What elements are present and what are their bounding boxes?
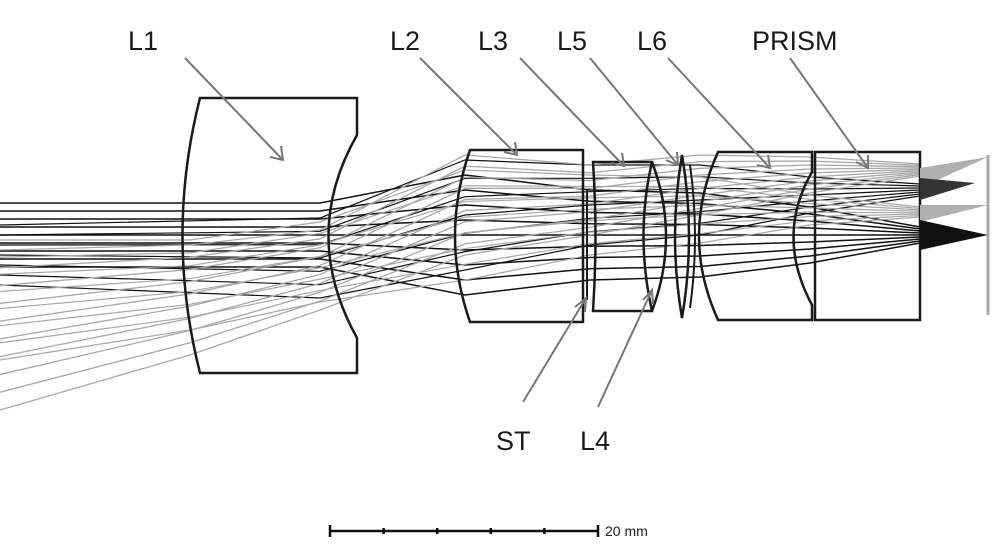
ray <box>0 240 921 281</box>
arrow-l6 <box>667 57 772 170</box>
lens-l1 <box>181 96 359 375</box>
arrow-l1 <box>184 57 285 162</box>
focus-cone-mid <box>920 205 988 222</box>
ray <box>0 176 921 236</box>
lens-l4 <box>650 161 668 312</box>
focus-cone-upper <box>920 178 975 200</box>
arrow-l3 <box>519 57 626 168</box>
arrow-prism <box>789 57 869 170</box>
ray <box>0 191 921 272</box>
label-st: ST <box>496 426 531 456</box>
arrow-st <box>522 295 588 403</box>
ray <box>0 164 921 287</box>
label-l1: L1 <box>128 26 158 56</box>
label-l2: L2 <box>390 26 420 56</box>
lens-l5 <box>673 154 691 319</box>
ray-bundles <box>0 154 921 411</box>
ray <box>0 213 921 327</box>
lens-l2 <box>453 148 585 324</box>
ray <box>0 238 921 266</box>
ray <box>0 219 921 234</box>
focus-cone-axis <box>920 220 988 250</box>
ray <box>0 185 921 258</box>
lens-l6 <box>697 150 814 322</box>
ray <box>0 170 921 340</box>
ray <box>0 216 921 361</box>
ray <box>0 195 921 275</box>
lens-l5-inner <box>689 164 696 309</box>
ray <box>0 172 921 376</box>
callout-arrows <box>184 57 869 408</box>
ray <box>0 211 921 310</box>
ray <box>0 214 921 344</box>
ray <box>0 160 921 269</box>
scale-bar <box>328 525 600 537</box>
arrow-l5 <box>589 57 680 167</box>
label-l4: L4 <box>580 426 610 456</box>
arrow-l2 <box>419 57 519 157</box>
arrow-l4 <box>597 287 654 408</box>
label-l3: L3 <box>478 26 508 56</box>
ray <box>0 204 921 293</box>
label-l5: L5 <box>557 26 587 56</box>
ray <box>0 168 921 322</box>
ray <box>0 189 921 230</box>
ray <box>0 169 921 241</box>
label-prism: PRISM <box>752 26 838 56</box>
scale-bar-label: 20 mm <box>605 523 648 539</box>
ray <box>0 195 921 299</box>
ray <box>0 236 921 251</box>
ray <box>0 167 921 304</box>
ray <box>0 154 921 251</box>
ray <box>0 242 921 296</box>
label-l6: L6 <box>637 26 667 56</box>
